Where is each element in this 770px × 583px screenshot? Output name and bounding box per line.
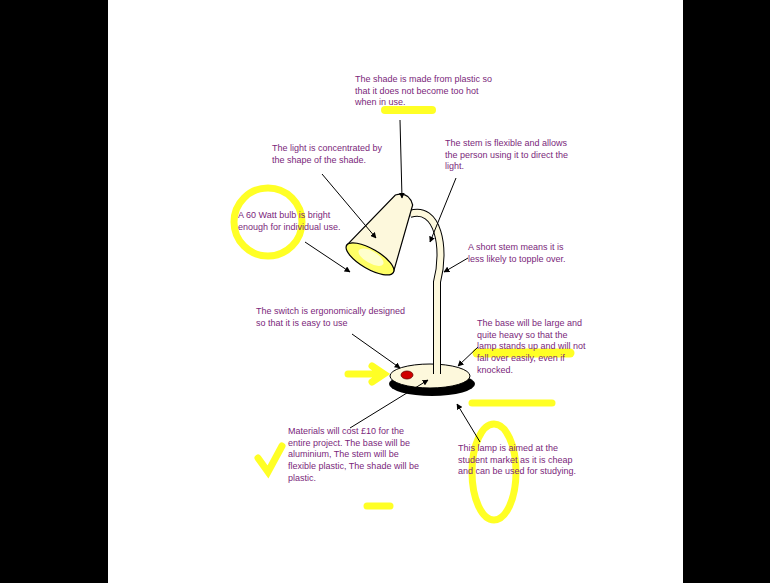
- lamp-shade: [342, 182, 430, 281]
- lamp-stem: [410, 213, 441, 374]
- black-bar: [683, 0, 770, 583]
- callout-note: The stem is flexible and allows the pers…: [445, 138, 577, 173]
- callout-note: The shade is made from plastic so that i…: [355, 74, 495, 109]
- lamp-base: [390, 364, 470, 388]
- callout-note: This lamp is aimed at the student market…: [458, 443, 590, 478]
- callout-note: Materials will cost £10 for the entire p…: [288, 426, 428, 484]
- callout-note: A 60 Watt bulb is bright enough for indi…: [238, 210, 348, 233]
- callout-note: The switch is ergonomically designed so …: [256, 306, 406, 329]
- switch: [401, 371, 413, 379]
- callout-note: The light is concentrated by the shape o…: [272, 143, 384, 166]
- black-bar: [0, 0, 108, 583]
- lamp-stem: [410, 213, 441, 374]
- callout-note: The base will be large and quite heavy s…: [477, 318, 589, 376]
- callout-note: A short stem means it is less likely to …: [468, 242, 578, 265]
